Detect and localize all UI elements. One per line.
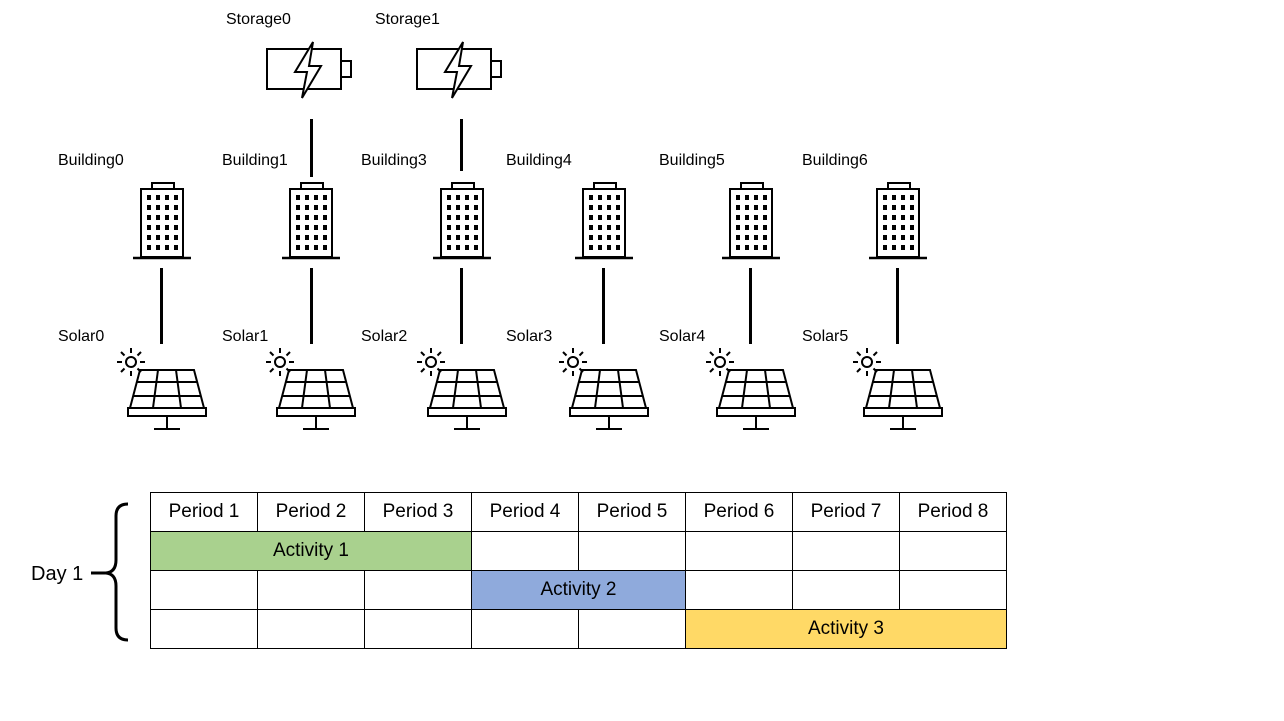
empty-cell: [150, 609, 258, 649]
activity-row: Activity 3: [150, 609, 1007, 649]
period-header: Period 3: [364, 492, 472, 532]
empty-cell: [899, 570, 1007, 610]
solar-connector: [602, 268, 605, 344]
empty-cell: [257, 570, 365, 610]
solar-panel-icon: [862, 368, 944, 432]
battery-icon: [415, 40, 505, 100]
building-icon: [133, 181, 191, 261]
building-label: Building3: [361, 152, 427, 169]
building-icon: [722, 181, 780, 261]
storage-connector: [310, 119, 313, 177]
solar-label: Solar1: [222, 328, 269, 345]
empty-cell: [578, 609, 686, 649]
storage-label: Storage0: [226, 11, 291, 28]
empty-cell: [792, 531, 900, 571]
empty-cell: [471, 609, 579, 649]
empty-cell: [899, 531, 1007, 571]
activity-row: Activity 2: [150, 570, 1007, 610]
solar-label: Solar2: [361, 328, 408, 345]
solar-label: Solar3: [506, 328, 553, 345]
period-header: Period 4: [471, 492, 579, 532]
solar-panel-icon: [426, 368, 508, 432]
storage-label: Storage1: [375, 11, 440, 28]
building-label: Building6: [802, 152, 868, 169]
empty-cell: [257, 609, 365, 649]
empty-cell: [685, 531, 793, 571]
curly-brace-icon: [91, 502, 129, 642]
schedule-table: Period 1 Period 2 Period 3 Period 4 Peri…: [150, 492, 1007, 649]
building-icon: [575, 181, 633, 261]
day-label: Day 1: [31, 563, 84, 585]
storage-connector: [460, 119, 463, 171]
building-label: Building1: [222, 152, 288, 169]
solar-connector: [310, 268, 313, 344]
solar-label: Solar4: [659, 328, 706, 345]
activity-bar: Activity 3: [685, 609, 1007, 649]
solar-label: Solar0: [58, 328, 105, 345]
empty-cell: [578, 531, 686, 571]
empty-cell: [150, 570, 258, 610]
building-icon: [433, 181, 491, 261]
building-icon: [869, 181, 927, 261]
building-icon: [282, 181, 340, 261]
solar-connector: [460, 268, 463, 344]
activity-bar: Activity 2: [471, 570, 686, 610]
period-header: Period 6: [685, 492, 793, 532]
empty-cell: [364, 609, 472, 649]
solar-panel-icon: [568, 368, 650, 432]
building-label: Building4: [506, 152, 572, 169]
period-header: Period 2: [257, 492, 365, 532]
period-header-row: Period 1 Period 2 Period 3 Period 4 Peri…: [150, 492, 1007, 532]
activity-row: Activity 1: [150, 531, 1007, 571]
empty-cell: [364, 570, 472, 610]
empty-cell: [685, 570, 793, 610]
battery-icon: [265, 40, 355, 100]
solar-panel-icon: [126, 368, 208, 432]
solar-connector: [896, 268, 899, 344]
empty-cell: [471, 531, 579, 571]
solar-panel-icon: [715, 368, 797, 432]
solar-panel-icon: [275, 368, 357, 432]
building-label: Building5: [659, 152, 725, 169]
solar-label: Solar5: [802, 328, 849, 345]
empty-cell: [792, 570, 900, 610]
period-header: Period 7: [792, 492, 900, 532]
building-label: Building0: [58, 152, 124, 169]
period-header: Period 1: [150, 492, 258, 532]
solar-connector: [160, 268, 163, 344]
period-header: Period 5: [578, 492, 686, 532]
solar-connector: [749, 268, 752, 344]
activity-bar: Activity 1: [150, 531, 472, 571]
period-header: Period 8: [899, 492, 1007, 532]
